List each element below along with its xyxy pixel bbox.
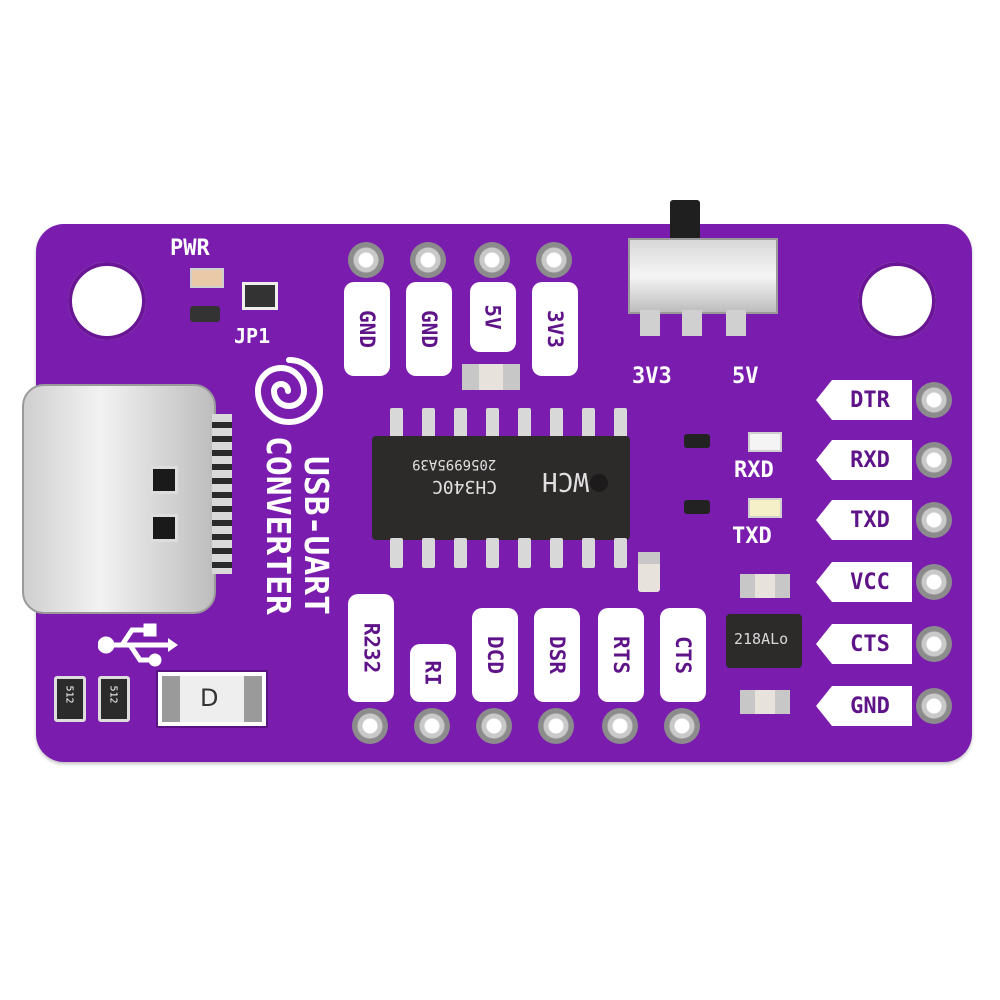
regulator-chip: 218ALo — [726, 614, 802, 668]
mounting-hole-left — [68, 262, 146, 340]
bottom-pin-label-r232: R232 — [348, 594, 394, 702]
jp1-jumper — [242, 282, 278, 310]
bottom-pin-label-rts: RTS — [598, 608, 644, 702]
diode-marking: D — [200, 684, 219, 712]
bottom-pin-pad-dsr[interactable] — [538, 708, 574, 744]
capacitor — [462, 364, 520, 390]
top-pin-pad-gnd2[interactable] — [410, 242, 446, 278]
top-pin-label-5v: 5V — [470, 282, 516, 352]
bottom-pin-pad-cts[interactable] — [664, 708, 700, 744]
resistor-512-a: 512 — [54, 676, 86, 722]
pwr-label: PWR — [170, 236, 210, 261]
right-pin-pad-cts[interactable] — [916, 626, 952, 662]
right-pin-label-cts: CTS — [816, 624, 912, 664]
capacitor — [638, 552, 660, 592]
bottom-pin-label-dcd: DCD — [472, 608, 518, 702]
led-resistor — [684, 434, 710, 448]
capacitor — [740, 574, 790, 598]
pcb-board: PWR JP1 USB-UART CONVERTER 512 512 — [22, 200, 972, 762]
top-pin-pad-gnd1[interactable] — [348, 242, 384, 278]
regulator-marking: 218ALo — [734, 630, 789, 648]
ch340c-chip-legs-bottom — [382, 538, 632, 568]
usb-symbol-icon — [98, 623, 178, 667]
switch-leg — [726, 310, 746, 336]
chip-marking-logo: WCH — [542, 466, 589, 496]
txd-led — [748, 498, 782, 518]
mounting-hole-right — [858, 262, 936, 340]
right-pin-pad-dtr[interactable] — [916, 382, 952, 418]
switch-leg — [640, 310, 660, 336]
jp1-label: JP1 — [234, 324, 271, 348]
bottom-pin-pad-r232[interactable] — [352, 708, 388, 744]
ch340c-chip-legs-top — [382, 408, 632, 438]
bottom-pin-pad-rts[interactable] — [602, 708, 638, 744]
ch340c-chip: CH340C 2056995A39 WCH — [372, 436, 630, 540]
bottom-pin-label-cts: CTS — [660, 608, 706, 702]
right-pin-pad-gnd[interactable] — [916, 688, 952, 724]
pwr-led — [190, 268, 224, 288]
board-title-line2: CONVERTER — [259, 436, 298, 615]
right-pin-label-gnd: GND — [816, 686, 912, 726]
right-pin-pad-txd[interactable] — [916, 502, 952, 538]
switch-label-3v3: 3V3 — [632, 364, 672, 389]
top-pin-label-3v3: 3V3 — [532, 282, 578, 376]
right-pin-pad-rxd[interactable] — [916, 442, 952, 478]
right-pin-label-txd: TXD — [816, 500, 912, 540]
led-resistor — [684, 500, 710, 514]
brand-logo-icon — [254, 357, 323, 425]
rxd-led — [748, 432, 782, 452]
slide-switch[interactable] — [628, 238, 778, 314]
bottom-pin-pad-ri[interactable] — [414, 708, 450, 744]
chip-marking-line2: 2056995A39 — [412, 456, 497, 472]
right-pin-label-dtr: DTR — [816, 380, 912, 420]
resistor-512-b: 512 — [98, 676, 130, 722]
switch-leg — [682, 310, 702, 336]
chip-marking-line1: CH340C — [432, 476, 498, 497]
capacitor — [740, 690, 790, 714]
usb-connector-pins — [212, 414, 232, 574]
top-pin-label-gnd1: GND — [344, 282, 390, 376]
top-pin-pad-3v3[interactable] — [536, 242, 572, 278]
right-pin-label-vcc: VCC — [816, 562, 912, 602]
bottom-pin-label-ri: RI — [410, 644, 456, 702]
smd-resistor — [190, 306, 220, 322]
rxd-led-label: RXD — [734, 458, 774, 483]
diode: D — [158, 672, 266, 726]
top-pin-label-gnd2: GND — [406, 282, 452, 376]
bottom-pin-pad-dcd[interactable] — [476, 708, 512, 744]
bottom-pin-label-dsr: DSR — [534, 608, 580, 702]
top-pin-pad-5v[interactable] — [474, 242, 510, 278]
chip-pin1-dot — [590, 474, 608, 492]
board-title-line1: USB-UART — [297, 456, 336, 615]
txd-led-label: TXD — [732, 524, 772, 549]
switch-label-5v: 5V — [732, 364, 759, 389]
right-pin-pad-vcc[interactable] — [916, 564, 952, 600]
right-pin-label-rxd: RXD — [816, 440, 912, 480]
usb-c-connector — [22, 384, 216, 614]
